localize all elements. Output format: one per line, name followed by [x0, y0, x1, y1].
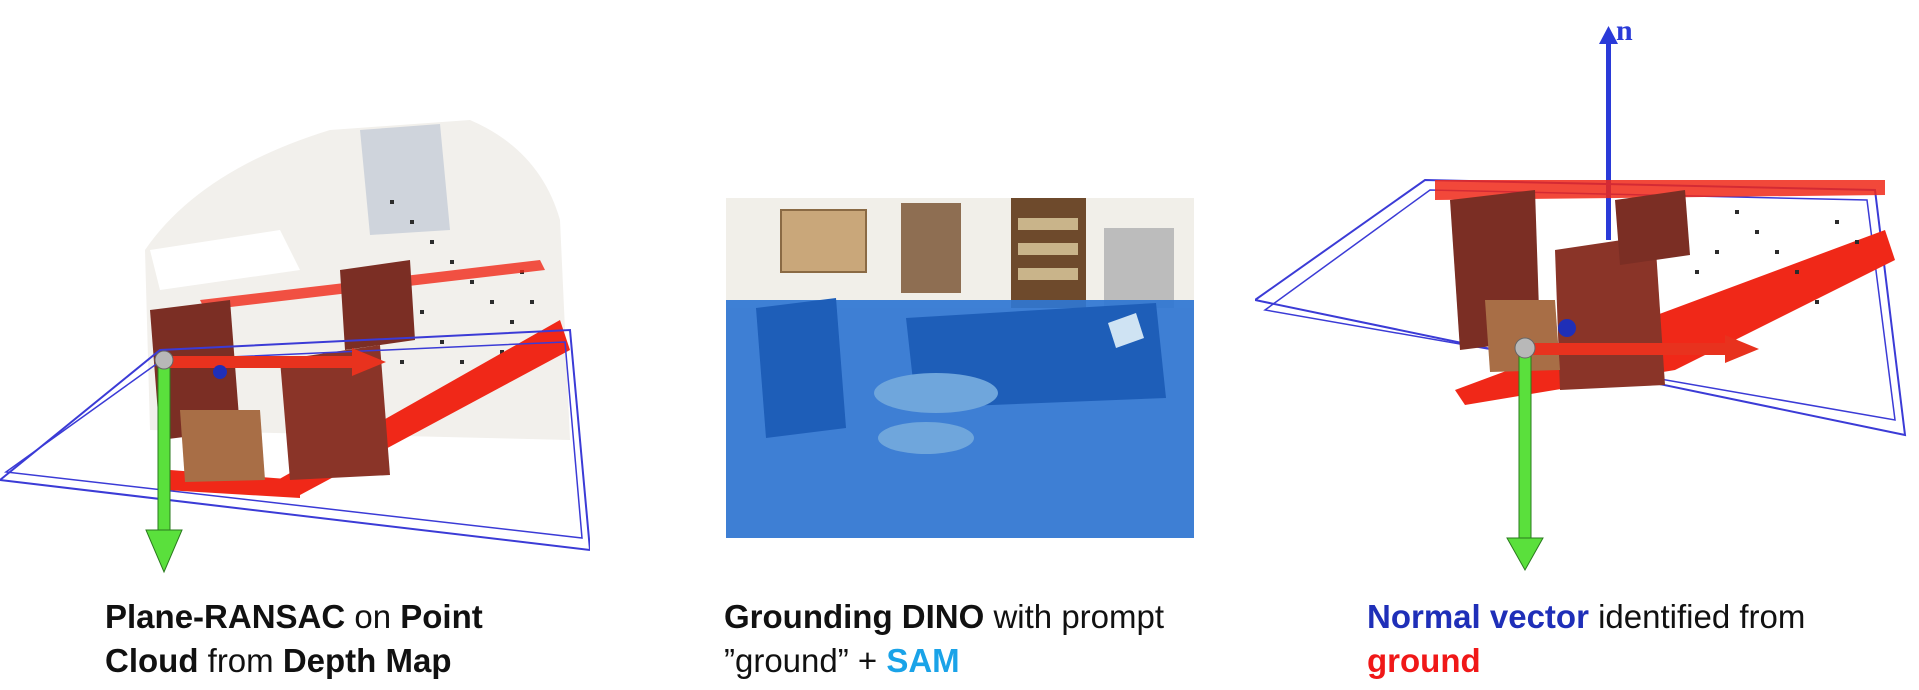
caption-grounding-dino: Grounding DINO: [724, 598, 985, 635]
ground-points-back: [1435, 180, 1885, 200]
red-axis-shaft: [1527, 343, 1727, 355]
grounding-sam-figure: [726, 198, 1194, 538]
chair-front: [280, 345, 390, 480]
ground-plane-outline-inner: [1263, 189, 1896, 421]
ransac-plane-outline: [0, 328, 590, 552]
masked-pillow: [1108, 313, 1144, 348]
normal-vector-label: n: [1616, 14, 1633, 47]
masked-side-table: [878, 422, 974, 454]
wooden-chair: [180, 410, 265, 482]
caption-ransac-cloud: Cloud: [105, 642, 199, 679]
doorway: [901, 203, 961, 293]
caption-grounding-ground: ”ground” +: [724, 642, 887, 679]
caption-grounding-prompt: with prompt: [984, 598, 1165, 635]
normal-vector-figure: [1255, 26, 1907, 572]
red-axis-head: [352, 348, 386, 376]
axis-origin: [154, 350, 174, 370]
filing-cabinet: [1104, 228, 1174, 308]
green-axis-shaft: [157, 361, 171, 533]
caption-ransac-depth: Depth Map: [282, 642, 452, 679]
chair-left: [150, 300, 240, 440]
caption-normal-ground: ground: [1367, 642, 1481, 679]
point-cloud-ransac-figure: [0, 120, 590, 574]
ransac-plane-outline-inner: [3, 341, 583, 539]
green-axis-shaft: [1518, 349, 1532, 541]
caption-ransac-point: Point: [400, 598, 483, 635]
room-background-shelf: [360, 124, 450, 235]
caption-grounding: Grounding DINO with prompt ”ground” + SA…: [724, 595, 1244, 683]
caption-ransac-from: from: [198, 642, 283, 679]
caption-normal-vector: Normal vector: [1367, 598, 1589, 635]
bookshelf-books: [1018, 218, 1078, 280]
caption-ransac-method: Plane-RANSAC: [105, 598, 346, 635]
masked-coffee-table: [874, 373, 998, 413]
chair-back: [340, 260, 415, 350]
caption-grounding-sam: SAM: [886, 642, 960, 679]
caption-normal: Normal vector identified from ground: [1367, 595, 1907, 683]
bulletin-board: [780, 209, 867, 273]
blue-axis-tip: [213, 365, 227, 379]
green-axis-head: [145, 529, 183, 574]
normal-vector-shaft: [1606, 40, 1611, 240]
red-axis-shaft: [164, 356, 354, 368]
caption-ransac-on: on: [345, 598, 401, 635]
caption-normal-identified: identified from: [1588, 598, 1806, 635]
caption-ransac: Plane-RANSAC on Point Cloud from Depth M…: [105, 595, 625, 683]
blue-axis-tip: [1558, 319, 1576, 337]
chair-back: [1615, 190, 1690, 265]
masked-armchair: [756, 298, 846, 438]
room-whiteboard: [150, 230, 300, 290]
axis-origin: [1514, 337, 1536, 359]
red-axis-head: [1725, 335, 1759, 363]
normal-vector-head: [1599, 26, 1618, 44]
green-axis-head: [1506, 537, 1544, 572]
